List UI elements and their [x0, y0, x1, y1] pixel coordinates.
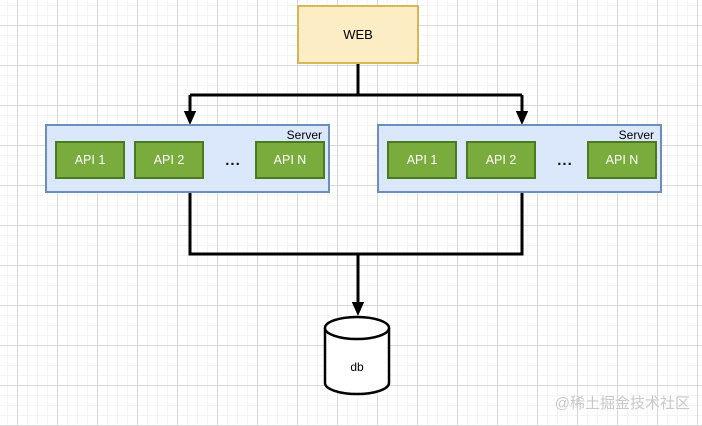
web-node[interactable]: WEB — [297, 5, 419, 64]
watermark: @稀土掘金技术社区 — [554, 395, 690, 412]
api-node-n[interactable]: API N — [255, 141, 325, 179]
api-node-2[interactable]: API 2 — [134, 141, 204, 179]
api-node-label: API N — [605, 153, 639, 167]
api-node-label: API 1 — [406, 153, 438, 167]
api-node-n[interactable]: API N — [587, 141, 657, 179]
arrowhead-down-icon — [183, 111, 197, 125]
api-node-1[interactable]: API 1 — [55, 141, 125, 179]
arrowhead-down-icon — [515, 111, 529, 125]
web-node-label: WEB — [343, 27, 373, 42]
api-node-label: API 1 — [74, 153, 106, 167]
server-node-right[interactable]: Server API 1 API 2 ... API N — [377, 124, 662, 193]
connector-servers-to-db[interactable] — [188, 193, 524, 303]
arrowhead-down-icon — [351, 302, 365, 316]
api-node-2[interactable]: API 2 — [466, 141, 536, 179]
connector-web-to-servers[interactable] — [188, 64, 524, 111]
api-node-label: API N — [273, 153, 307, 167]
ellipsis-label: ... — [557, 152, 573, 169]
api-node-label: API 2 — [153, 153, 185, 167]
api-node-label: API 2 — [485, 153, 517, 167]
db-cylinder-icon[interactable] — [323, 315, 391, 396]
server-label: Server — [618, 128, 654, 142]
server-node-left[interactable]: Server API 1 API 2 ... API N — [45, 124, 330, 193]
db-node-label: db — [350, 360, 364, 374]
ellipsis-label: ... — [225, 152, 241, 169]
server-label: Server — [286, 128, 322, 142]
api-node-1[interactable]: API 1 — [387, 141, 457, 179]
